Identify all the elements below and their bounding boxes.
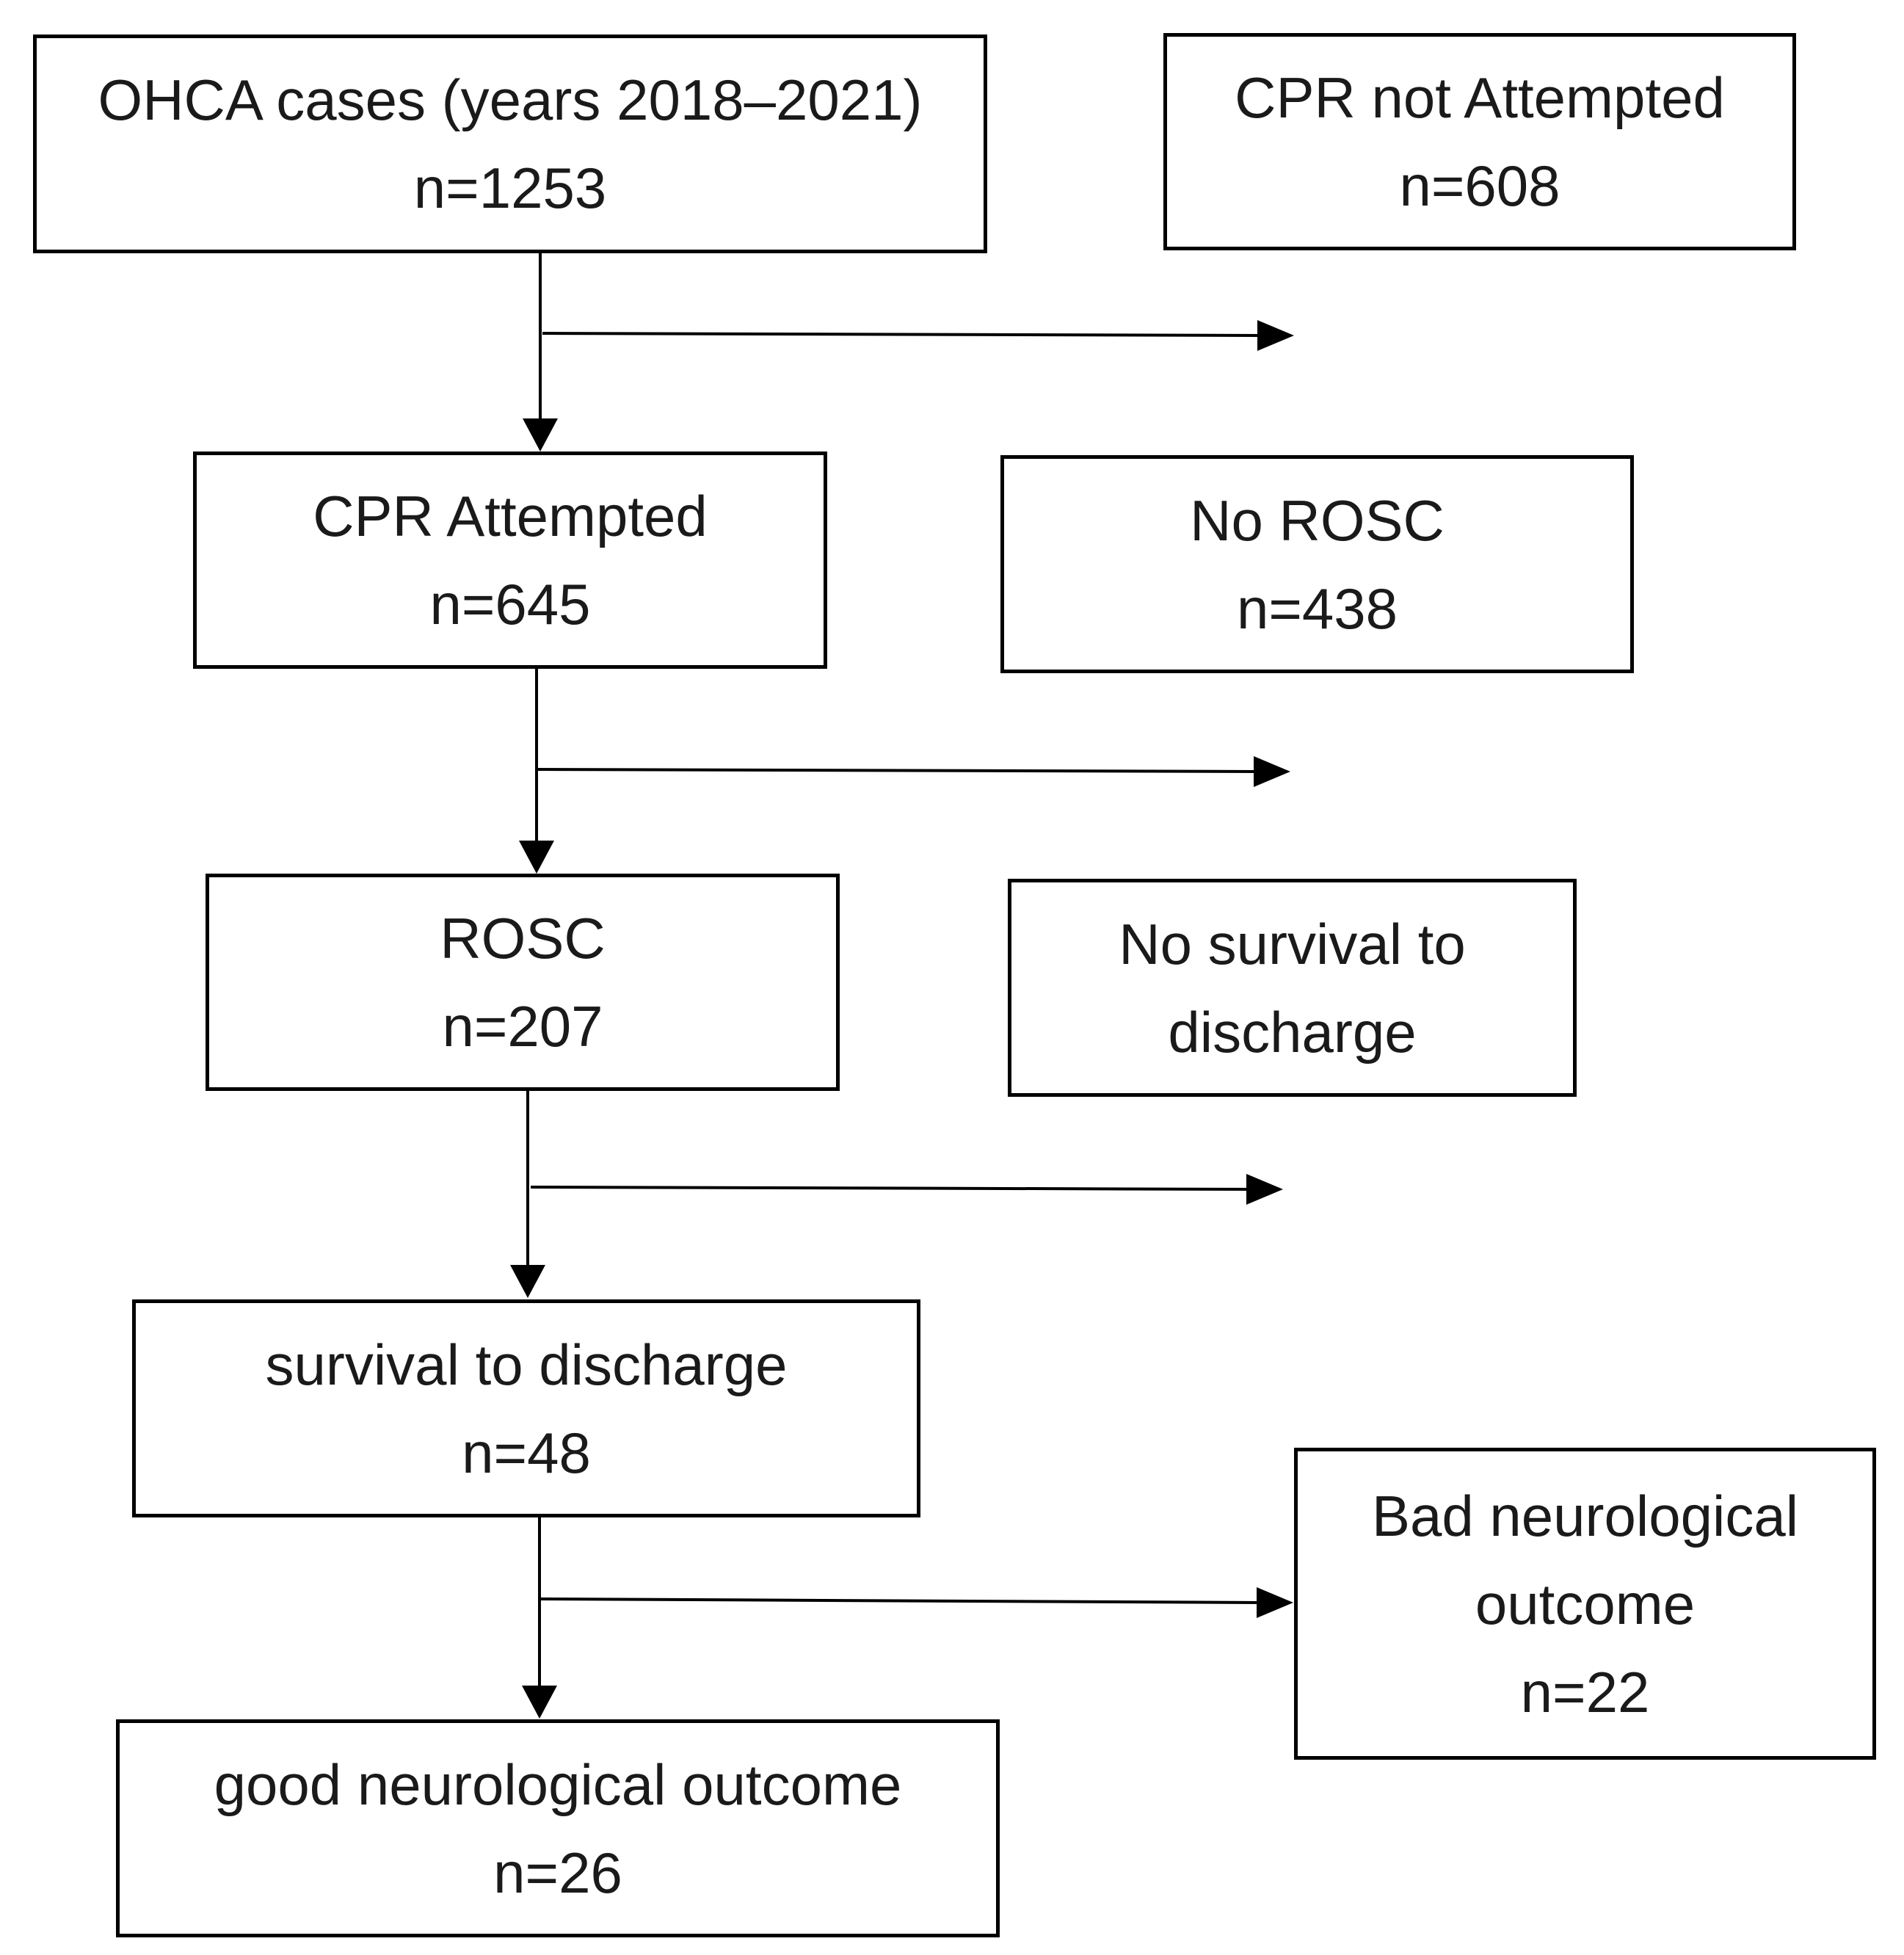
bad-outcome-box: Bad neurological outcome n=22	[1294, 1448, 1876, 1760]
no-survival-label-line1: No survival to	[1119, 911, 1466, 976]
connector-branch-cpr-not-attempted	[542, 332, 1263, 337]
cpr-not-attempted-label: CPR not Attempted	[1235, 65, 1725, 130]
cpr-not-attempted-box: CPR not Attempted n=608	[1163, 33, 1796, 250]
ohca-cases-label: OHCA cases (years 2018–2021)	[98, 68, 923, 132]
survival-discharge-label: survival to discharge	[265, 1332, 788, 1397]
bad-outcome-label-line1: Bad neurological	[1371, 1483, 1799, 1548]
cpr-not-attempted-count: n=608	[1399, 153, 1560, 218]
cpr-attempted-box: CPR Attempted n=645	[193, 451, 827, 669]
survival-discharge-box: survival to discharge n=48	[132, 1299, 920, 1517]
no-survival-box: No survival to discharge	[1008, 879, 1577, 1097]
no-survival-label-line2: discharge	[1168, 999, 1417, 1064]
good-outcome-label: good neurological outcome	[214, 1752, 902, 1817]
arrowhead-down-survival	[510, 1265, 545, 1298]
arrowhead-down-cpr-attempted	[523, 418, 558, 451]
connector-branch-no-survival	[530, 1186, 1251, 1191]
no-rosc-box: No ROSC n=438	[1000, 455, 1634, 673]
no-rosc-label: No ROSC	[1190, 487, 1445, 553]
connector-branch-no-rosc	[536, 768, 1260, 773]
bad-outcome-count: n=22	[1520, 1659, 1650, 1724]
arrowhead-right-cpr-not-attempted	[1257, 320, 1294, 351]
arrowhead-right-no-survival	[1246, 1174, 1283, 1205]
ohca-cases-count: n=1253	[413, 156, 607, 220]
connector-branch-bad-outcome	[539, 1597, 1261, 1604]
survival-discharge-count: n=48	[462, 1420, 591, 1485]
ohca-cases-box: OHCA cases (years 2018–2021) n=1253	[33, 35, 987, 253]
rosc-count: n=207	[442, 994, 603, 1059]
good-outcome-count: n=26	[493, 1840, 622, 1905]
good-outcome-box: good neurological outcome n=26	[116, 1719, 1000, 1937]
rosc-label: ROSC	[440, 906, 606, 971]
arrowhead-down-rosc	[519, 841, 554, 874]
arrowhead-right-bad-outcome	[1257, 1587, 1293, 1618]
no-rosc-count: n=438	[1236, 576, 1398, 641]
cpr-attempted-label: CPR Attempted	[313, 484, 708, 548]
arrowhead-down-good-outcome	[522, 1686, 557, 1719]
bad-outcome-label-line2: outcome	[1475, 1571, 1696, 1636]
rosc-box: ROSC n=207	[206, 874, 840, 1091]
arrowhead-right-no-rosc	[1254, 756, 1290, 787]
cpr-attempted-count: n=645	[429, 572, 591, 636]
